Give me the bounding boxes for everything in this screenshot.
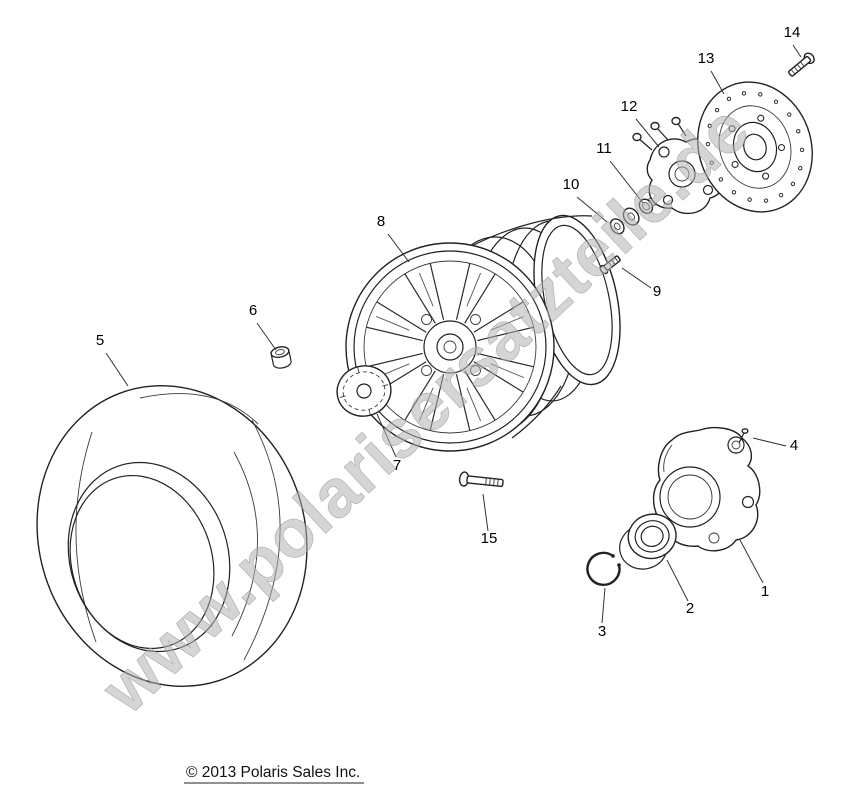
callout-2: 2 [686,600,694,617]
callout-8: 8 [377,213,385,230]
callout-5: 5 [96,332,104,349]
bearing-drawing [619,513,677,570]
callout-14: 14 [784,24,801,41]
disc-drill-holes [705,91,805,203]
callout-11: 11 [596,140,612,157]
callout-7: 7 [393,457,401,474]
copyright-block: © 2013 Polaris Sales Inc. [184,764,364,784]
bolt-14-drawing [788,52,815,77]
callout-4: 4 [790,437,798,454]
callout-13: 13 [698,50,715,67]
callout-9: 9 [653,283,661,300]
stud-9-drawing [599,255,621,275]
copyright-text: © 2013 Polaris Sales Inc. [186,764,360,781]
snap-ring-drawing [586,551,621,587]
bolt-15-drawing [458,471,504,488]
wheel-spokes [366,263,534,431]
brake-disc-drawing [697,81,813,213]
disc-mount-holes [728,114,786,180]
callouts: 1 2 3 4 5 6 7 8 9 10 11 12 13 14 15 [96,24,801,640]
hub-cap-drawing [336,365,392,417]
callout-12: 12 [621,98,638,115]
screw-4-drawing [738,428,749,444]
wheel-rim-drawing [345,214,621,452]
leader-lines [105,44,802,624]
callout-10: 10 [563,176,580,193]
callout-1: 1 [761,583,769,600]
callout-6: 6 [249,302,257,319]
lug-nut-drawing [270,346,292,369]
callout-15: 15 [481,530,498,547]
tire-drawing [36,385,308,687]
knuckle-drawing [653,426,761,552]
callout-3: 3 [598,623,606,640]
